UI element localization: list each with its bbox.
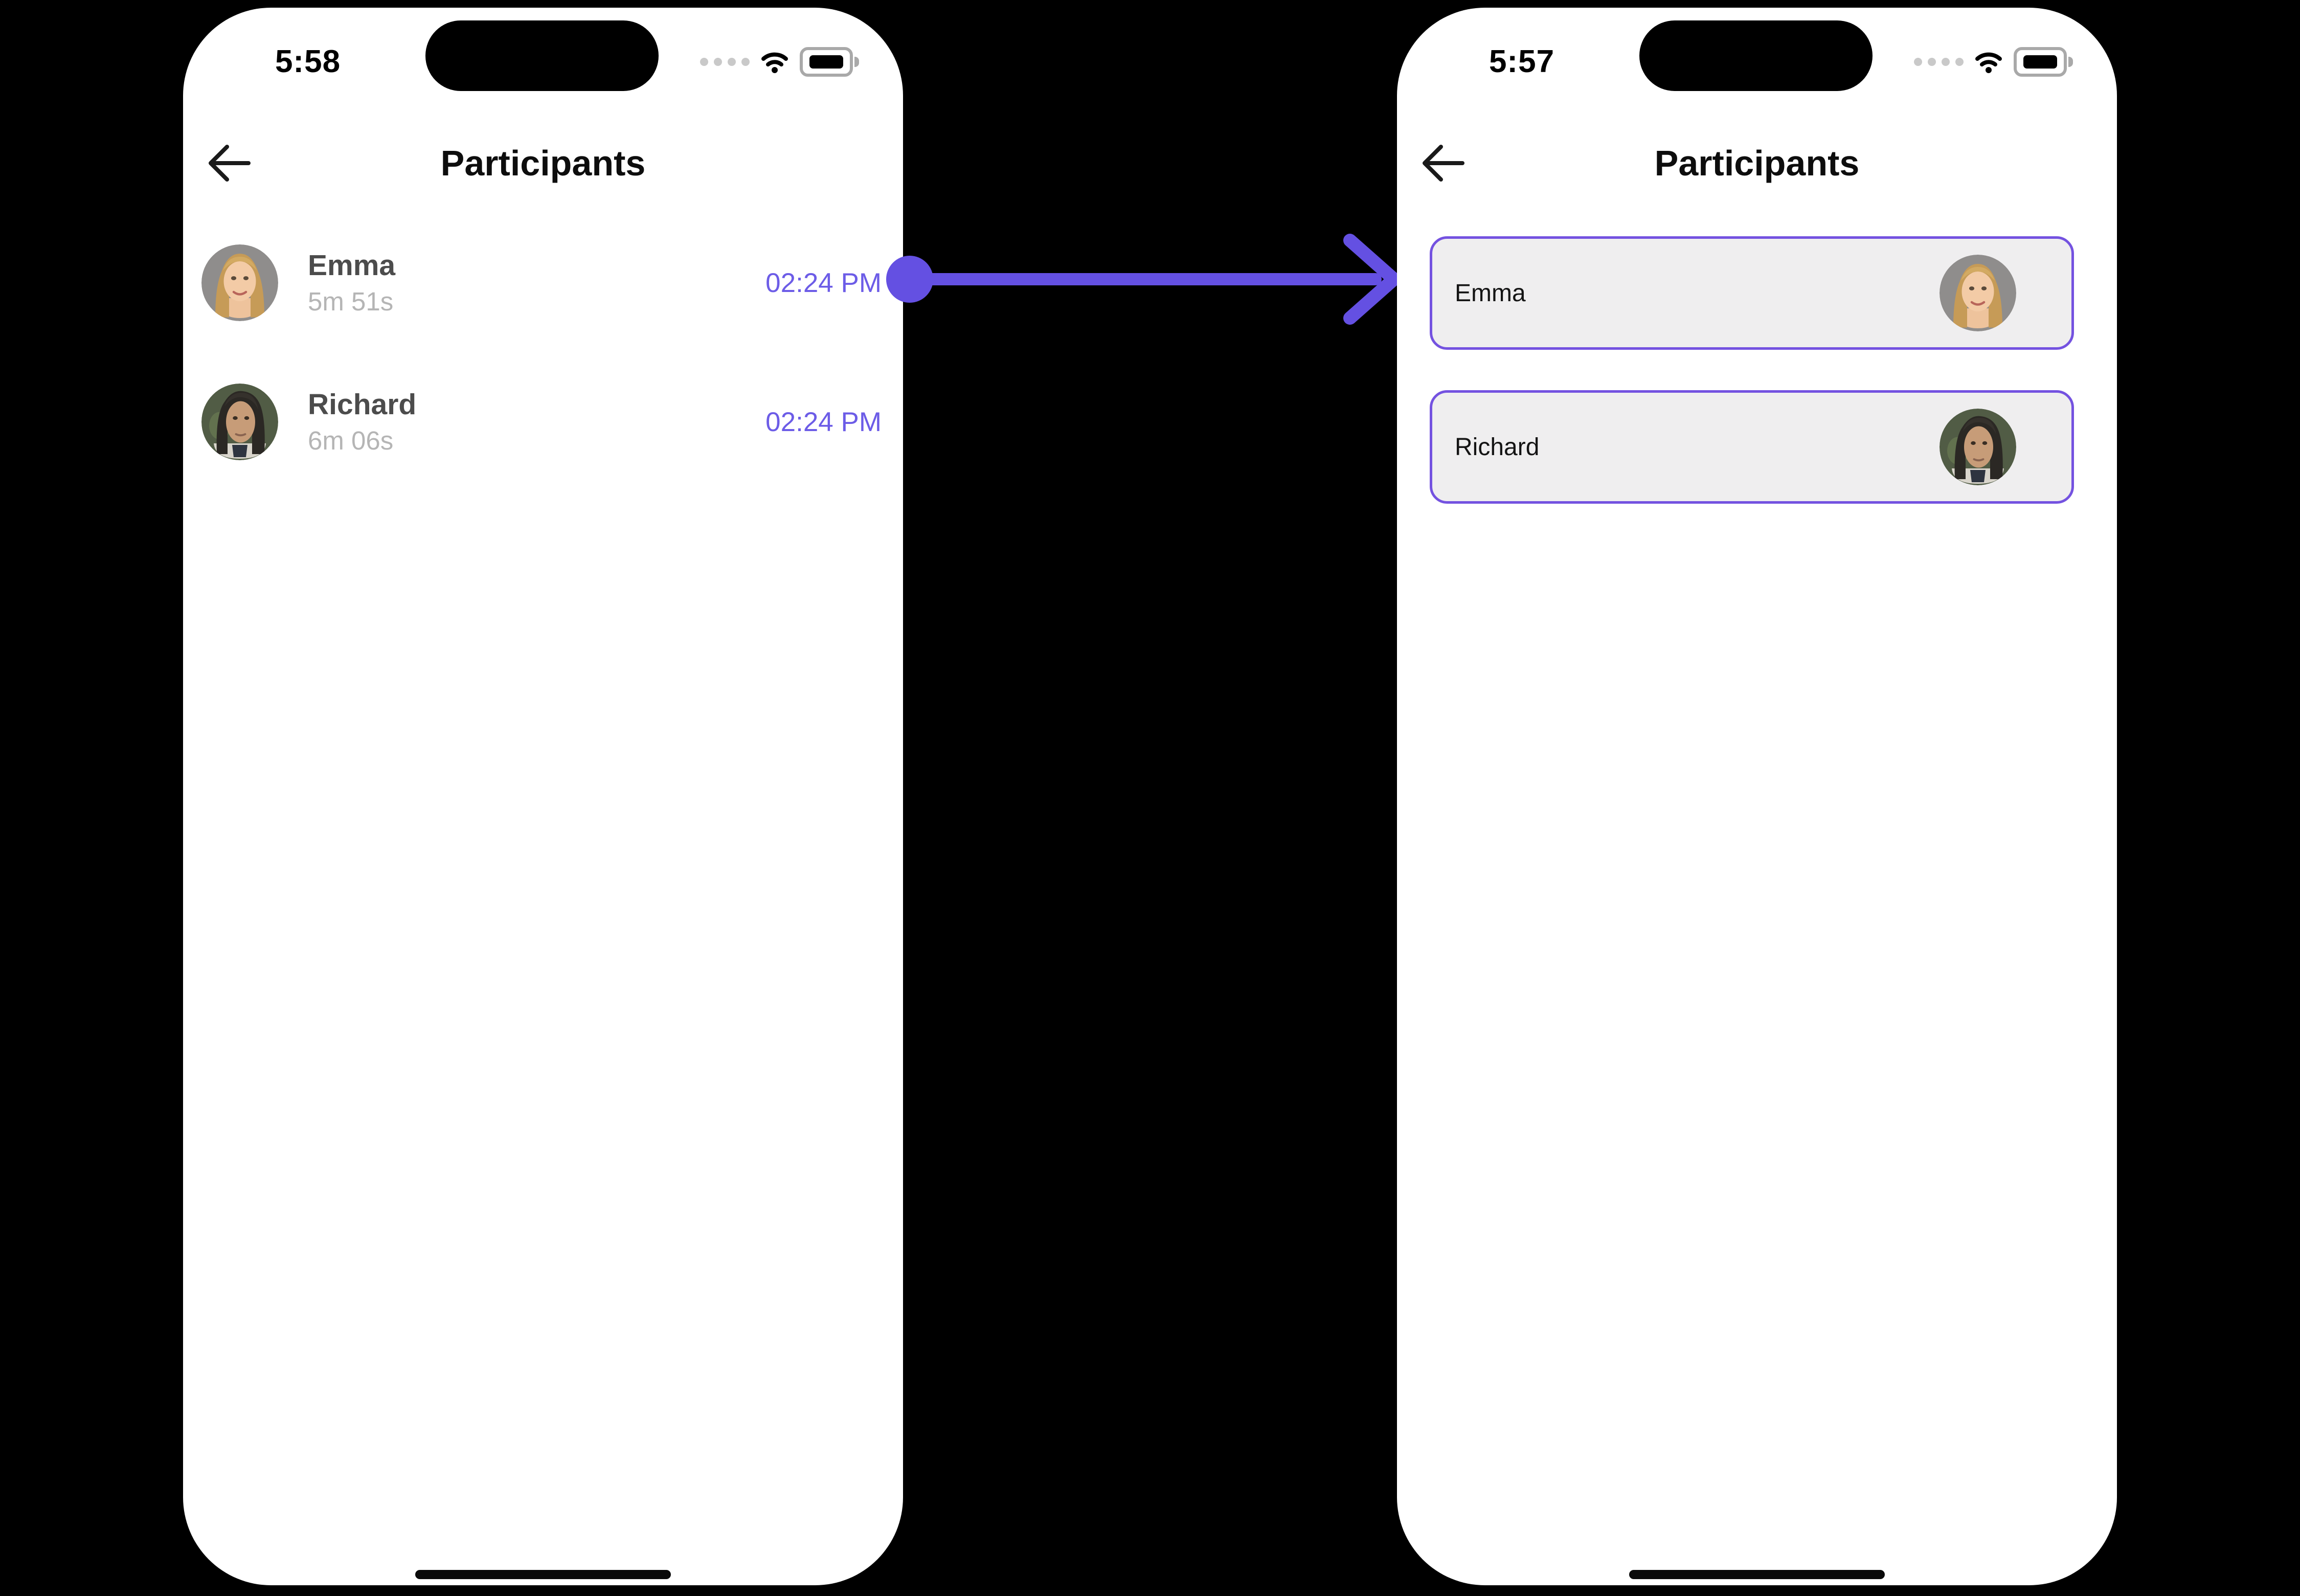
participant-name: Emma (1455, 279, 1526, 307)
battery-icon (2014, 47, 2073, 77)
arrow-left-icon (1423, 145, 1464, 182)
wifi-icon (1975, 52, 2002, 73)
battery-icon (800, 47, 859, 77)
avatar (1940, 255, 2016, 331)
dynamic-island (1639, 20, 1873, 91)
participant-join-time: 02:24 PM (765, 407, 882, 437)
participant-name: Richard (308, 388, 417, 421)
arrow-right-connector (886, 234, 1401, 325)
participant-row-emma[interactable]: Emma 5m 51s 02:24 PM (201, 244, 882, 322)
participant-row-richard[interactable]: Richard 6m 06s 02:24 PM (201, 383, 882, 461)
participant-duration: 6m 06s (308, 426, 394, 455)
phone-after: 5:57 Participants Emma (1397, 8, 2117, 1585)
participant-box-emma[interactable]: Emma (1430, 236, 2074, 350)
home-indicator[interactable] (1629, 1570, 1885, 1579)
back-button[interactable] (1419, 142, 1464, 185)
status-time: 5:58 (275, 44, 341, 79)
avatar (201, 384, 278, 460)
wifi-icon (761, 52, 788, 73)
participant-box-richard[interactable]: Richard (1430, 390, 2074, 504)
participant-join-time: 02:24 PM (765, 267, 882, 298)
avatar (1940, 409, 2016, 485)
arrow-left-icon (209, 145, 251, 182)
back-button[interactable] (206, 142, 251, 185)
home-indicator[interactable] (415, 1570, 671, 1579)
status-icons (1914, 47, 2073, 77)
phone-before: 5:58 Participants (183, 8, 903, 1585)
page-title: Participants (1654, 143, 1860, 183)
cellular-dots-icon (700, 58, 750, 66)
page-title: Participants (440, 143, 646, 183)
cellular-dots-icon (1914, 58, 1964, 66)
dynamic-island (425, 20, 659, 91)
status-time: 5:57 (1489, 44, 1555, 79)
status-icons (700, 47, 859, 77)
participant-name: Richard (1455, 433, 1540, 461)
participant-name: Emma (308, 249, 396, 282)
participant-duration: 5m 51s (308, 287, 394, 316)
avatar (201, 244, 278, 321)
